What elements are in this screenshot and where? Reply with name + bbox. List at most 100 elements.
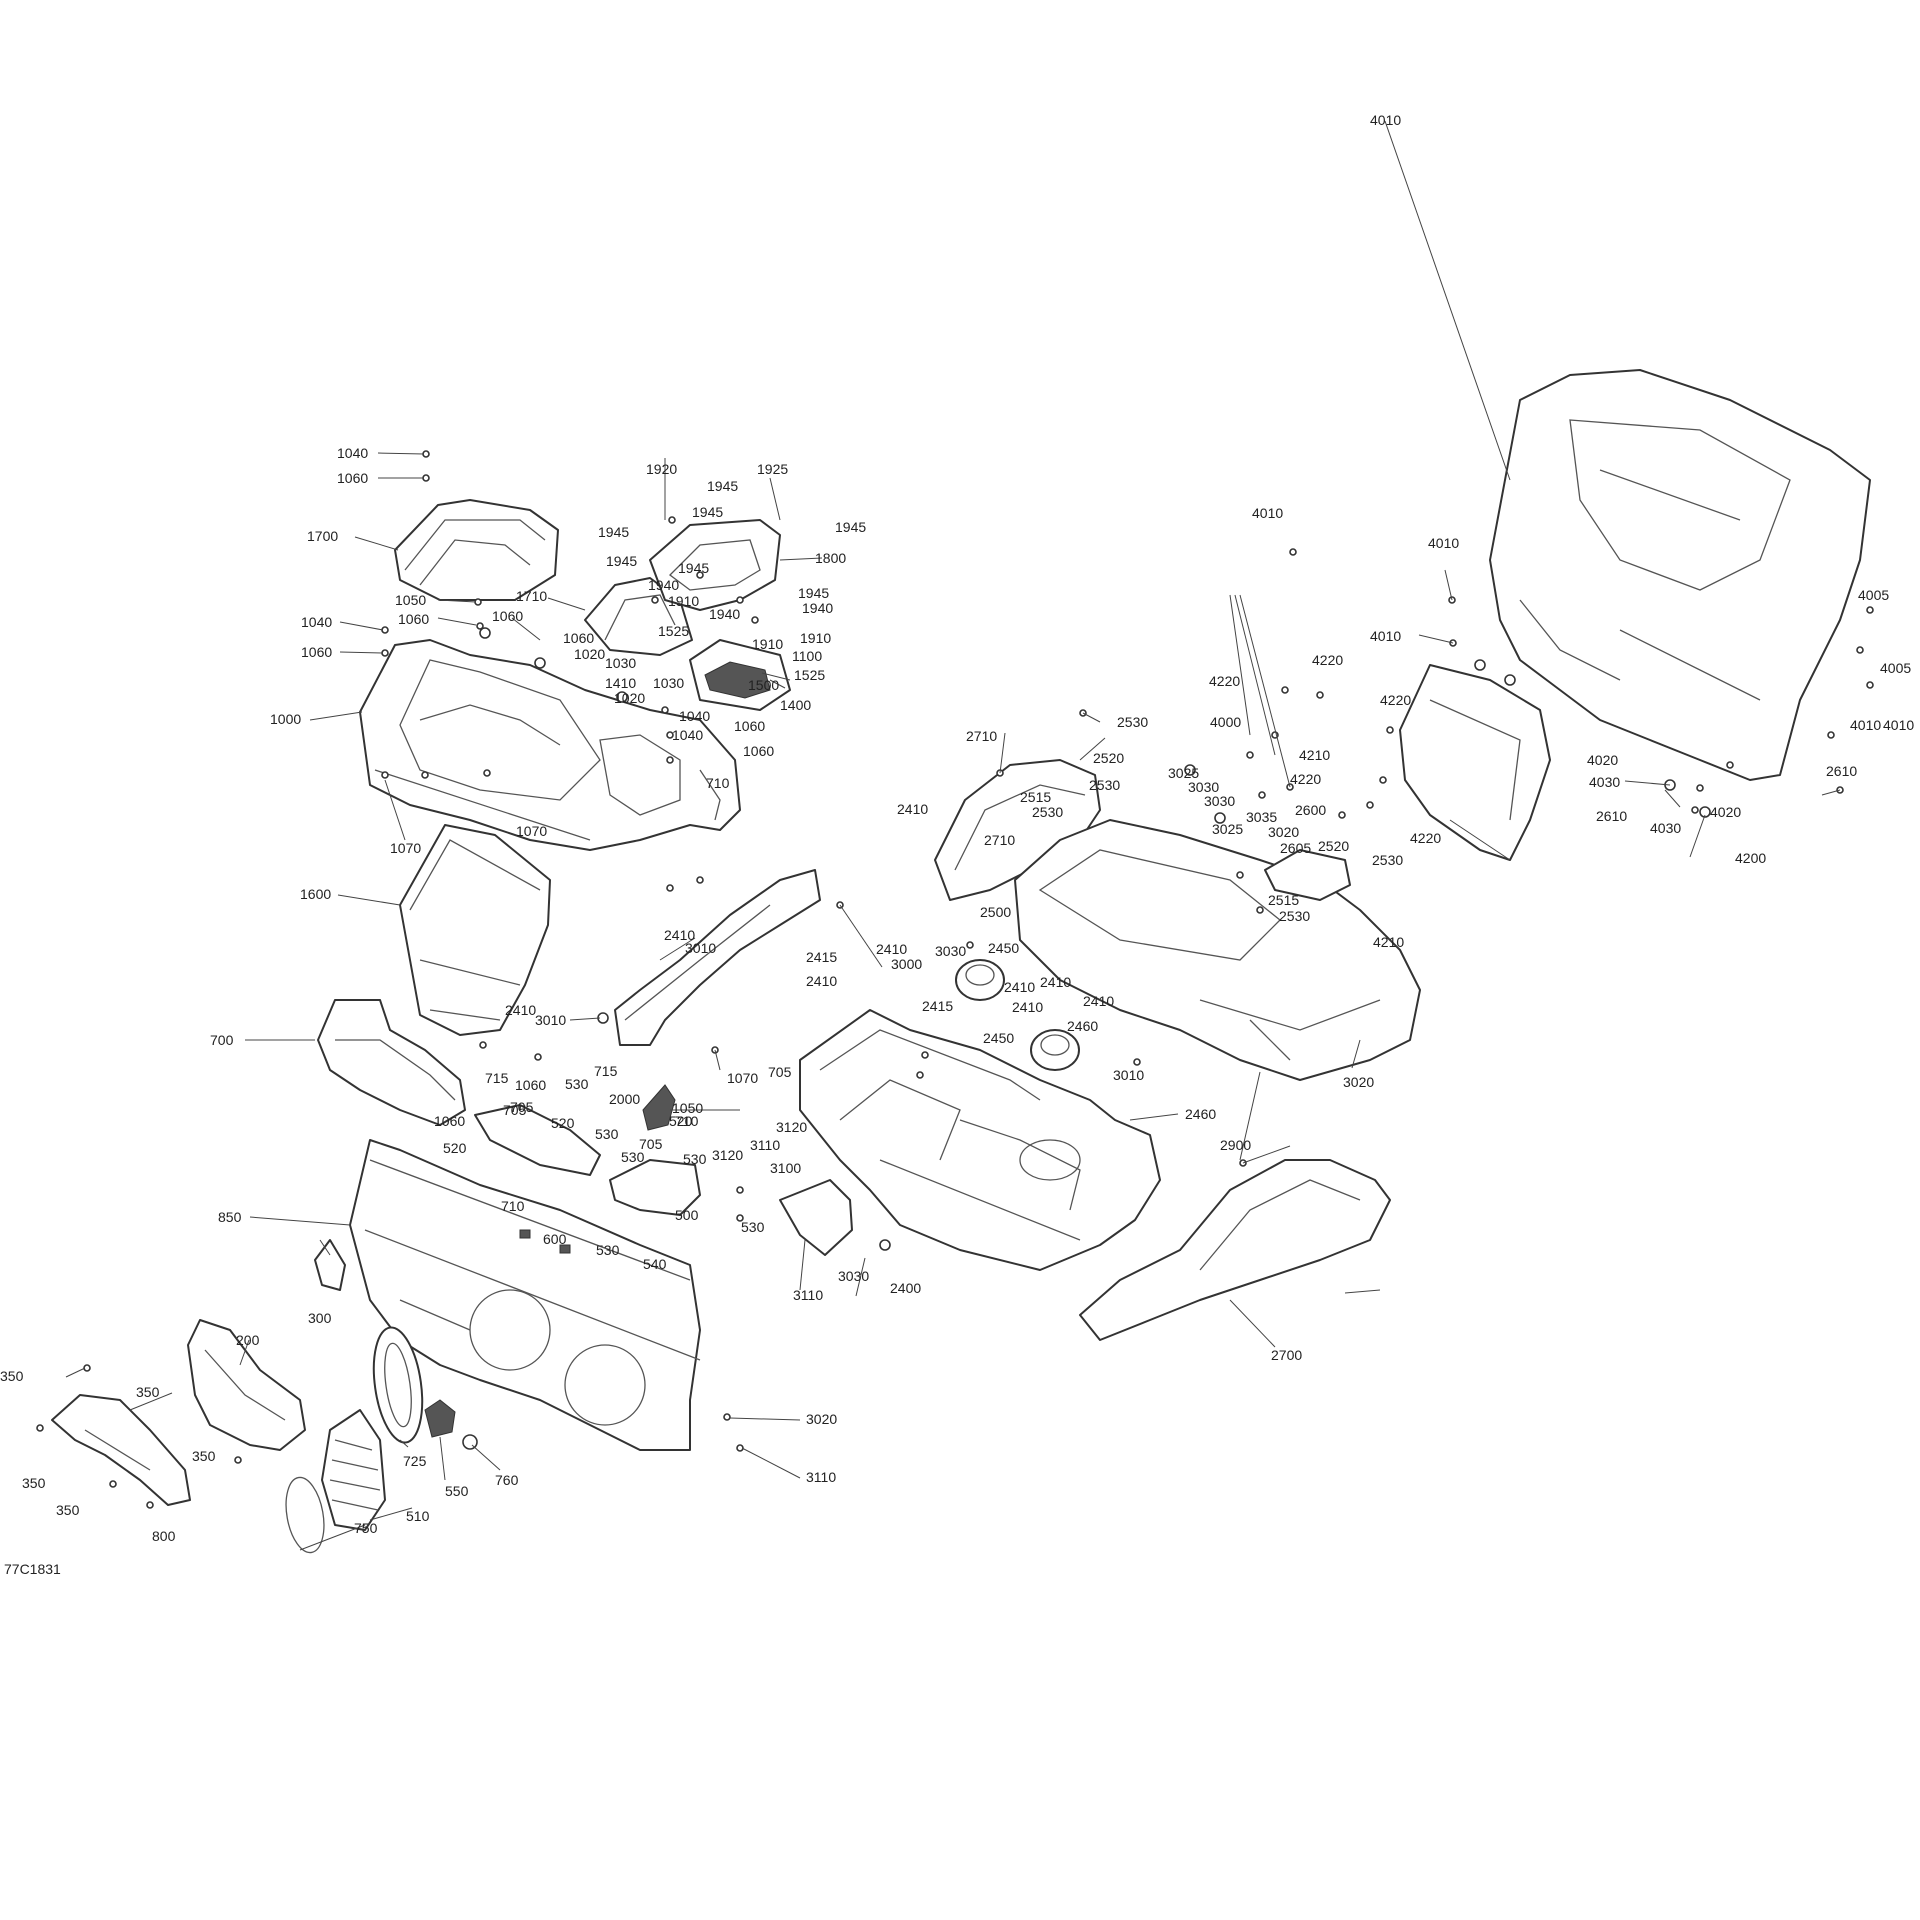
callout-3025: 3030 — [1188, 779, 1219, 795]
callout-1945: 1945 — [798, 585, 829, 601]
callout-2410: 2500 — [980, 904, 1011, 920]
hardware-fasteners — [36, 450, 1874, 1509]
callout-530: 540 — [643, 1256, 667, 1272]
callout-1030: 1410 — [605, 675, 636, 691]
callout-700: 700 — [210, 1032, 234, 1048]
callout-1070: 2410 — [505, 1002, 536, 1018]
part-intake-seal-group — [285, 1326, 478, 1554]
callout-530: 520 — [443, 1140, 467, 1156]
callout-4220: 4000 — [1210, 714, 1241, 730]
callout-1020: 1030 — [653, 675, 684, 691]
callout-1945: 1945 — [692, 504, 723, 520]
callout-2710: 2530 — [1117, 714, 1148, 730]
diagram-reference-id: 77C1831 — [4, 1561, 61, 1577]
callout-1060: 530 — [595, 1126, 619, 1142]
callout-4010: 4010 — [1850, 717, 1881, 733]
callout-2610: 4020 — [1710, 804, 1741, 820]
callout-715: 2000 — [609, 1091, 640, 1107]
callout-1020: 1030 — [605, 655, 636, 671]
callout-2410: 2415 — [806, 949, 837, 965]
callout-1945: 1945 — [678, 560, 709, 576]
callout-1060: 1060 — [743, 743, 774, 759]
callout-1920: 1920 — [646, 461, 677, 477]
callout-530: 500 — [675, 1207, 699, 1223]
callout-3010: 1070 — [727, 1070, 758, 1086]
callout-3000: 2410 — [664, 927, 695, 943]
callout-2000: 1050 — [672, 1100, 703, 1116]
part-support-bracket — [317, 999, 466, 1126]
callout-530: 520 — [669, 1113, 693, 1129]
callout-3110: 3120 — [712, 1147, 743, 1163]
callout-1040: 1040 — [337, 445, 368, 461]
part-air-duct — [187, 1319, 306, 1451]
callout-1700: 1700 — [307, 528, 338, 544]
callout-1040: 1060 — [734, 718, 765, 734]
callout-3020: 3110 — [806, 1469, 836, 1485]
part-left-side-rail — [614, 869, 821, 1046]
callout-2515: 2530 — [1032, 804, 1063, 820]
callout-4000: 4010 — [1370, 112, 1401, 128]
callout-3010: 3000 — [891, 956, 922, 972]
callout-2450: 2410 — [1004, 979, 1035, 995]
callout-4030: 2610 — [1596, 808, 1627, 824]
callout-2530: 2710 — [984, 832, 1015, 848]
callout-1060: 1060 — [398, 611, 429, 627]
callout-530: 710 — [675, 1113, 699, 1129]
callout-2530: 4210 — [1373, 934, 1404, 950]
callout-2460: 2450 — [988, 940, 1019, 956]
callout-1525: 1525 — [658, 623, 689, 639]
callout-2600: 2520 — [1318, 838, 1349, 854]
part-center-brackets — [474, 1104, 701, 1216]
callout-3120: 3110 — [750, 1137, 780, 1153]
callout-3020: 2605 — [1280, 840, 1311, 856]
callout-4005: 4010 — [1883, 717, 1914, 733]
callout-4020: 4030 — [1589, 774, 1620, 790]
callout-500: 850 — [218, 1209, 242, 1225]
callout-2410: 3030 — [935, 943, 966, 959]
callout-510: 3020 — [806, 1411, 837, 1427]
callout-2530: 2515 — [1020, 789, 1051, 805]
part-intake-duct — [51, 1394, 191, 1506]
part-floor-pan — [799, 1009, 1161, 1271]
callout-3100: 3110 — [793, 1287, 823, 1303]
callout-4210: 4220 — [1290, 771, 1321, 787]
callout-4030: 4200 — [1735, 850, 1766, 866]
callout-4010: 4005 — [1858, 587, 1889, 603]
callout-2415: 2450 — [983, 1030, 1014, 1046]
part-firewall-panel — [349, 1139, 701, 1451]
callout-1945: 1940 — [709, 606, 740, 622]
callout-2410: 705 — [768, 1064, 792, 1080]
callout-1040: 1040 — [672, 727, 703, 743]
callout-1060: 1060 — [301, 644, 332, 660]
callout-3035: 3025 — [1212, 821, 1243, 837]
callout-1710: 1060 — [492, 608, 523, 624]
callout-350: 350 — [22, 1475, 46, 1491]
callout-2530: 2520 — [1093, 750, 1124, 766]
callout-1410: 1020 — [614, 690, 645, 706]
callout-2530: 2530 — [1372, 852, 1403, 868]
callout-1030: 1040 — [679, 708, 710, 724]
callout-520: 530 — [565, 1076, 589, 1092]
callout-1910: 1100 — [792, 648, 822, 664]
callout-1060: 705 — [510, 1099, 534, 1115]
part-small-mount — [314, 1239, 346, 1291]
callout-705: 530 — [621, 1149, 645, 1165]
callout-1925: 1925 — [757, 461, 788, 477]
callout-2450: 2460 — [1067, 1018, 1098, 1034]
callout-705: 715 — [485, 1070, 509, 1086]
callout-1070: 1070 — [390, 840, 421, 856]
callout-4010: 4010 — [1428, 535, 1459, 551]
part-relay-bracket — [642, 1084, 676, 1131]
callout-350: 350 — [56, 1502, 80, 1518]
callout-550: 760 — [495, 1472, 519, 1488]
callout-1800: 1800 — [815, 550, 846, 566]
callout-4010: 2610 — [1826, 763, 1857, 779]
callout-350: 350 — [0, 1368, 24, 1384]
callout-3110: 3030 — [838, 1268, 869, 1284]
callout-3010: 2900 — [1220, 1137, 1251, 1153]
callout-715: 1060 — [515, 1077, 546, 1093]
callout-4010: 4010 — [1370, 628, 1401, 644]
part-seat-latch — [1264, 849, 1351, 901]
